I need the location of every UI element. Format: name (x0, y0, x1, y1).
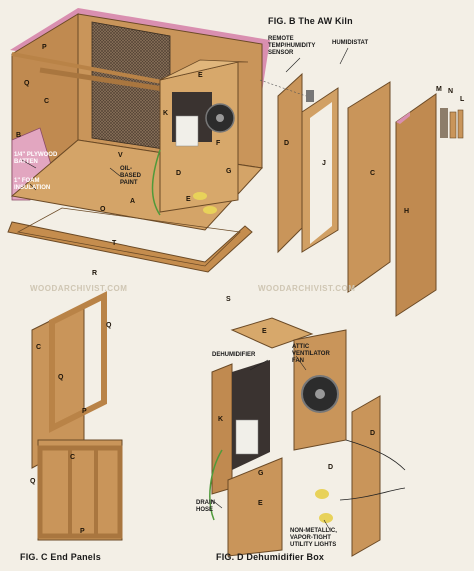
part-label: C (370, 170, 376, 177)
attic-fan-callout: ATTIC VENTILATOR FAN (292, 344, 330, 364)
foam-insulation-callout: 1" FOAM INSULATION (14, 178, 51, 191)
part-label: Q (24, 80, 30, 87)
base-frame (7, 221, 253, 273)
part-label: P (42, 44, 47, 51)
box-base-e (227, 457, 283, 557)
part-label: E (186, 196, 191, 203)
end-panel-lower (37, 439, 123, 541)
fig-d-title: FIG. D Dehumidifier Box (216, 552, 325, 562)
part-label: C (70, 454, 76, 461)
part-label: C (44, 98, 50, 105)
part-label: Q (106, 322, 112, 329)
part-label: C (36, 344, 42, 351)
panel-c (347, 81, 391, 293)
humidistat-device (440, 108, 448, 138)
part-label: K (163, 110, 169, 117)
sensor-device (306, 90, 314, 102)
part-label: E (198, 72, 203, 79)
part-label: V (118, 152, 123, 159)
panel-d (277, 72, 303, 254)
drain-hose (151, 149, 161, 216)
part-label: G (258, 470, 264, 477)
part-label: O (100, 206, 106, 213)
oil-paint-callout: OIL- BASED PAINT (120, 166, 142, 186)
part-label: E (262, 328, 267, 335)
part-label: D (284, 140, 290, 147)
part-label: D (328, 464, 334, 471)
part-label: R (92, 270, 98, 277)
box-side-d (351, 395, 381, 557)
part-label: P (82, 408, 87, 415)
part-label: F (216, 140, 221, 147)
part-label: D (176, 170, 182, 177)
part-label: P (80, 528, 85, 535)
utility-light (315, 489, 329, 499)
part-label: G (226, 168, 232, 175)
utility-lights-callout: NON-METALLIC, VAPOR-TIGHT UTILITY LIGHTS (290, 528, 337, 548)
drain-hose (209, 449, 223, 521)
watermark: WOODARCHIVIST.COM (30, 284, 128, 293)
part-label: H (404, 208, 410, 215)
part-label: A (130, 198, 136, 205)
remote-sensor-callout: REMOTE TEMP/HUMIDITY SENSOR (268, 36, 316, 56)
part-label: K (218, 416, 224, 423)
leader-lines (21, 47, 349, 531)
kiln-box (7, 8, 270, 273)
drain-hose-callout: DRAIN HOSE (196, 500, 215, 513)
part-label: T (112, 240, 117, 247)
part-label: S (226, 296, 231, 303)
light-bulb (193, 192, 207, 200)
fig-c-title: FIG. C End Panels (20, 552, 101, 562)
part-label: E (258, 500, 263, 507)
exploded-panels (259, 72, 464, 317)
watermark: WOODARCHIVIST.COM (258, 284, 356, 293)
light-bulb (203, 206, 217, 214)
utility-light (319, 513, 333, 523)
part-label: B (16, 132, 22, 139)
part-label: J (322, 160, 326, 167)
panel-h (395, 93, 437, 317)
part-label: Q (30, 478, 36, 485)
part-label: Q (58, 374, 64, 381)
part-label: L (460, 96, 465, 103)
part-label: N (448, 88, 454, 95)
box-top-e (230, 317, 314, 349)
part-label: M (436, 86, 442, 93)
part-label: D (370, 430, 376, 437)
dehumidifier-box (209, 317, 406, 557)
end-frame (49, 291, 107, 433)
fig-b-title: FIG. B The AW Kiln (268, 16, 353, 26)
plywood-batten-callout: 1/4" PLYWOOD BATTEN (14, 152, 58, 165)
dehumidifier-callout: DEHUMIDIFIER (212, 352, 256, 358)
humidistat-callout: HUMIDISTAT (332, 40, 369, 46)
end-panels (31, 291, 123, 541)
